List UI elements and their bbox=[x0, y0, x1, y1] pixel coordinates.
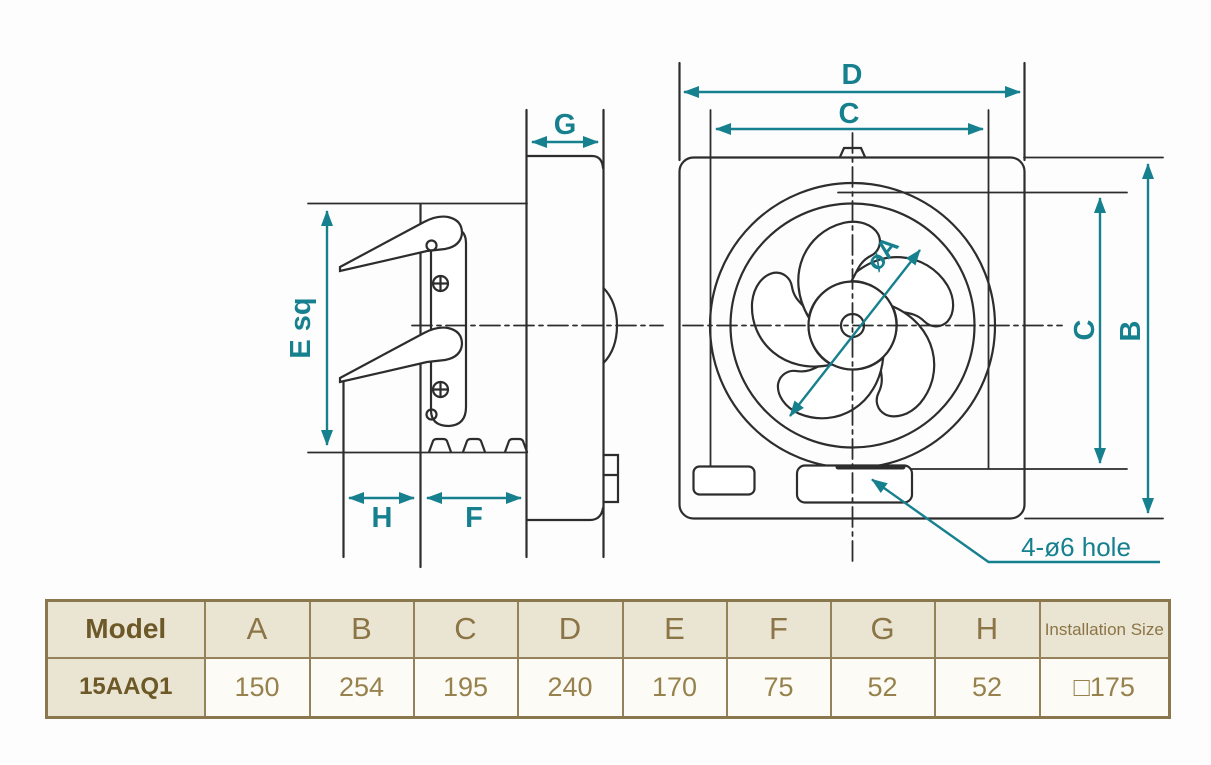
dim-label-h: H bbox=[372, 502, 393, 534]
screw-icon bbox=[431, 380, 450, 399]
col-header-model: Model bbox=[45, 599, 206, 659]
foot-bump bbox=[461, 437, 487, 454]
table-row: 15AAQ1 150 254 195 240 170 75 52 52 □175 bbox=[45, 656, 1171, 719]
dim-line-phi-a bbox=[789, 249, 921, 417]
fan-dimension-diagram: G E sq H F D C øA C B 4-ø6 hole bbox=[285, 59, 1164, 569]
pivot-hole bbox=[425, 408, 438, 421]
pivot-hole bbox=[425, 239, 438, 252]
value-b: 254 bbox=[308, 656, 415, 719]
dimension-lines bbox=[321, 86, 1160, 564]
louver-slat-lower bbox=[338, 326, 464, 384]
dim-label-c-top: C bbox=[839, 98, 860, 130]
value-c: 195 bbox=[412, 656, 519, 719]
value-g: 52 bbox=[829, 656, 936, 719]
dim-label-g: G bbox=[554, 109, 577, 141]
col-header-a: A bbox=[203, 599, 311, 659]
dim-label-e-sq: E sq bbox=[285, 297, 317, 358]
table-header-row: Model A B C D E F G H Installation Size bbox=[45, 599, 1171, 659]
switch-box bbox=[692, 465, 756, 496]
hole-note: 4-ø6 hole bbox=[1021, 532, 1131, 562]
model-dimensions-table: Model A B C D E F G H Installation Size … bbox=[45, 599, 1171, 719]
body-bottom-edge bbox=[525, 506, 605, 522]
spec-table: Model A B C D E F G H Installation Size … bbox=[45, 599, 1171, 719]
louver-slat-upper bbox=[338, 215, 464, 273]
dimension-labels: G E sq H F D C øA C B 4-ø6 hole bbox=[285, 59, 1147, 562]
model-cell: 15AAQ1 bbox=[45, 656, 206, 719]
value-a: 150 bbox=[203, 656, 311, 719]
col-header-g: G bbox=[829, 599, 936, 659]
col-header-c: C bbox=[412, 599, 519, 659]
screw-icon bbox=[431, 274, 450, 293]
dim-label-c-right: C bbox=[1069, 319, 1101, 340]
col-header-h: H bbox=[933, 599, 1041, 659]
cord-tab bbox=[602, 453, 620, 504]
col-header-f: F bbox=[725, 599, 832, 659]
front-view bbox=[678, 61, 1164, 564]
value-f: 75 bbox=[725, 656, 832, 719]
col-header-b: B bbox=[308, 599, 415, 659]
value-e: 170 bbox=[621, 656, 728, 719]
foot-bump bbox=[427, 437, 453, 454]
dim-label-f: F bbox=[465, 502, 483, 534]
side-view bbox=[307, 108, 664, 569]
dim-label-d: D bbox=[842, 59, 863, 91]
body-top-edge bbox=[525, 154, 605, 170]
value-d: 240 bbox=[516, 656, 624, 719]
col-header-installation-size: Installation Size bbox=[1038, 599, 1171, 659]
col-header-d: D bbox=[516, 599, 624, 659]
value-installation-size: □175 bbox=[1038, 656, 1171, 719]
col-header-e: E bbox=[621, 599, 728, 659]
foot-bump bbox=[503, 437, 529, 454]
hole-leader-arrow bbox=[871, 478, 990, 563]
value-h: 52 bbox=[933, 656, 1041, 719]
dim-label-b: B bbox=[1115, 321, 1147, 342]
